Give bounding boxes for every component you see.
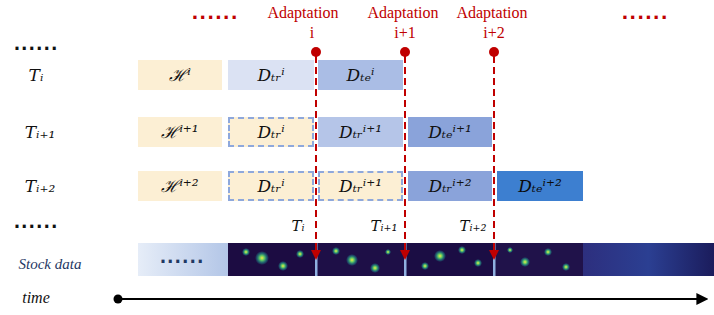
- ellipsis-mark: ......: [14, 213, 59, 232]
- adaptation-label: Adaptation: [456, 4, 527, 22]
- ellipsis-mark: ......: [191, 3, 238, 23]
- adaptation-label: Adaptation: [267, 4, 338, 22]
- block-label: Dₜᵣⁱ: [257, 123, 284, 142]
- task-label: Tᵢ: [29, 66, 44, 85]
- ellipsis-mark: ......: [621, 3, 668, 23]
- test-block: Dₜₑⁱ: [318, 60, 403, 90]
- test-block: Dₜₑⁱ⁺²: [497, 171, 583, 201]
- block-label: Dₜₑⁱ⁺¹: [428, 123, 472, 142]
- reused-train-block: Dₜᵣⁱ⁺¹: [318, 171, 403, 201]
- adaptation-index: i: [310, 24, 314, 42]
- block-label: Dₜₑⁱ⁺²: [518, 177, 562, 196]
- block-label: Dₜₑⁱ: [347, 66, 375, 85]
- block-label: Dₜᵣⁱ: [257, 66, 284, 85]
- block-label: Dₜᵣⁱ⁺²: [429, 177, 472, 196]
- train-block: Dₜᵣⁱ⁺¹: [318, 117, 403, 147]
- time-point: Tᵢ₊₁: [371, 218, 398, 235]
- history-block: ℋⁱ⁺²: [138, 171, 222, 201]
- axis-label: time: [22, 289, 50, 307]
- block-label: ℋⁱ⁺¹: [161, 123, 198, 142]
- stock-label: Stock data: [19, 256, 82, 273]
- reused-train-block: Dₜᵣⁱ: [228, 171, 314, 201]
- task-label: Tᵢ₊₂: [25, 177, 56, 196]
- task-label: Tᵢ₊₁: [25, 123, 56, 142]
- block-label: ℋⁱ: [169, 66, 190, 85]
- train-block: Dₜᵣⁱ⁺²: [408, 171, 492, 201]
- adaptation-marker: [311, 47, 499, 258]
- stock-band: [138, 243, 714, 276]
- ellipsis-mark: ......: [14, 35, 59, 54]
- block-label: Dₜᵣⁱ: [257, 177, 284, 196]
- block-label: Dₜᵣⁱ⁺¹: [339, 177, 382, 196]
- block-label: ℋⁱ⁺²: [161, 177, 198, 196]
- adaptation-label: Adaptation: [367, 4, 438, 22]
- history-block: ℋⁱ⁺¹: [138, 117, 222, 147]
- train-block: Dₜᵣⁱ: [228, 60, 314, 90]
- ellipsis-mark: ......: [160, 248, 205, 267]
- history-block: ℋⁱ: [138, 60, 222, 90]
- time-axis: [114, 295, 707, 304]
- time-point: Tᵢ₊₂: [460, 218, 487, 235]
- time-point: Tᵢ: [291, 218, 304, 235]
- reused-train-block: Dₜᵣⁱ: [228, 117, 314, 147]
- test-block: Dₜₑⁱ⁺¹: [408, 117, 492, 147]
- adaptation-index: i+2: [483, 24, 504, 42]
- adaptation-index: i+1: [394, 24, 415, 42]
- block-label: Dₜᵣⁱ⁺¹: [339, 123, 382, 142]
